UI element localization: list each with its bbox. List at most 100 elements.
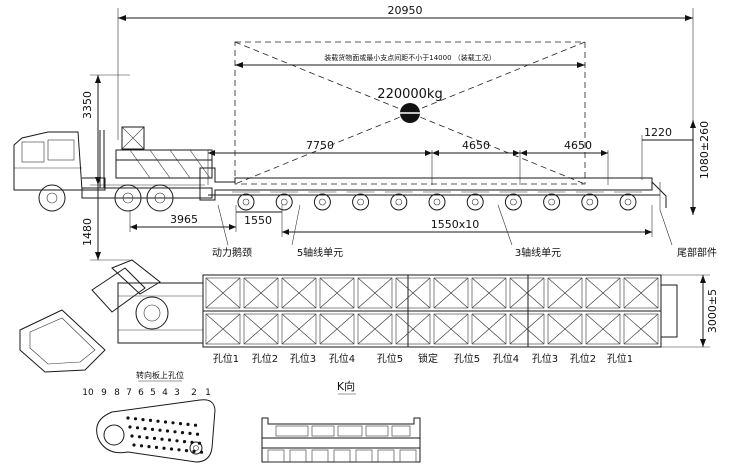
axle-cell-brace — [243, 313, 279, 345]
plate-number: 10 — [82, 388, 94, 398]
height-dimensions: 3350 1480 — [81, 74, 205, 261]
axle-cell-brace — [433, 277, 469, 309]
wheel-hub — [280, 198, 288, 206]
k-wheel — [399, 449, 417, 463]
axle-cell-brace — [357, 313, 393, 345]
plate-hole — [178, 422, 183, 426]
overall-length-label: 20950 — [388, 4, 423, 17]
axle-cell-brace — [509, 313, 545, 345]
axle-cell — [547, 313, 583, 345]
plate-hole — [141, 418, 145, 422]
wheel-hub — [433, 198, 441, 206]
deck-height-label: 1080±260 — [698, 121, 711, 179]
wheel — [504, 193, 522, 211]
tractor-truck — [13, 126, 213, 212]
plate-hole — [190, 440, 194, 444]
plate-hole — [184, 449, 189, 453]
axle-cell — [395, 313, 431, 345]
plate-hole — [199, 450, 204, 454]
plate-number: 3 — [174, 388, 180, 398]
hole-label: 孔位5 — [377, 352, 403, 365]
steering-plate-detail: 转向板上孔位 10 9 8 7 6 5 4 3 2 1 — [82, 370, 216, 463]
plate-hole — [180, 431, 185, 435]
wheel-hub — [319, 198, 326, 206]
axle-cell-brace — [471, 277, 507, 309]
axle-cell — [281, 277, 317, 309]
axle-cell-brace — [205, 313, 241, 345]
plate-hole — [165, 429, 170, 433]
hole-label: 孔位4 — [493, 352, 519, 365]
axle-cell-brace — [281, 277, 317, 309]
axle-cell — [585, 313, 621, 345]
wheel — [275, 193, 293, 211]
k-wheel — [289, 449, 307, 463]
hole-label: 孔位2 — [570, 352, 596, 365]
axle-cell — [471, 277, 507, 309]
plate-hole — [167, 438, 172, 442]
axle-cell-brace — [243, 277, 279, 309]
plate-hole — [162, 446, 166, 450]
axle-cell-brace — [585, 277, 621, 309]
axle-cell — [319, 313, 355, 345]
plate-number: 9 — [101, 388, 107, 398]
k-wheel — [333, 449, 351, 463]
axle-total-label: 1550x10 — [431, 218, 480, 231]
trailer-top-view: 3000±5 — [19, 259, 719, 373]
k-wheel — [355, 449, 373, 463]
plate-hole — [197, 441, 202, 445]
axle-cell — [357, 313, 393, 345]
plate-hole — [158, 428, 162, 432]
plate-hole — [128, 425, 132, 429]
plate-hole — [171, 421, 175, 425]
axle-cell-brace — [395, 313, 431, 345]
front-height-label: 3350 — [81, 91, 94, 119]
axle-cell-brace — [319, 313, 355, 345]
axle-cell-brace — [395, 277, 431, 309]
axle-cell-brace — [547, 313, 583, 345]
platform-note: 装载货物面或最小支点间距不小于14000 （装载工况） — [324, 53, 496, 62]
hole-labels: 孔位1 孔位2 孔位3 孔位4 孔位5 锁定 孔位5 孔位4 孔位3 孔位2 孔… — [213, 352, 633, 365]
deck-height-dimension: 1080±260 — [690, 120, 711, 215]
plate-hole — [143, 427, 147, 431]
plate-hole — [147, 445, 151, 449]
axle-cell — [205, 313, 241, 345]
wheel — [313, 193, 331, 211]
overall-length-dimension: 20950 — [117, 4, 694, 215]
plate-hole — [154, 445, 159, 449]
hole-label: 孔位5 — [454, 352, 480, 365]
plate-hole — [186, 422, 190, 426]
plate-hole — [126, 416, 130, 420]
plate-hole — [160, 437, 164, 441]
axle-cell-brace — [281, 313, 317, 345]
k-view: K向 — [261, 379, 421, 463]
rear-offset-dimension: 1220 — [641, 126, 693, 180]
axle-cell-brace — [357, 277, 393, 309]
axle-cell — [509, 313, 545, 345]
axle-cell — [357, 277, 393, 309]
wheel-hub — [357, 198, 364, 206]
k-wheel — [267, 449, 285, 463]
plate-number: 6 — [138, 388, 144, 398]
top-axle-cells — [205, 277, 659, 345]
span-1-label: 7750 — [306, 139, 334, 152]
load-envelope: 装载货物面或最小支点间距不小于14000 （装载工况） 220000kg — [234, 41, 586, 185]
axle-cell — [623, 313, 659, 345]
wheel — [581, 193, 599, 211]
plate-hole — [169, 447, 174, 451]
axle-cell-brace — [547, 277, 583, 309]
plate-hole — [163, 420, 168, 424]
plate-hole — [195, 432, 200, 436]
wheel-hub — [242, 198, 250, 206]
hole-label: 孔位1 — [213, 352, 239, 365]
plate-hole-group — [126, 416, 204, 454]
plate-hole — [188, 431, 192, 435]
lock-label: 锁定 — [418, 352, 438, 365]
wheel — [237, 193, 255, 211]
axle-cell — [243, 313, 279, 345]
wheel-hub — [586, 198, 594, 206]
axle-cell-brace — [623, 277, 659, 309]
hole-label: 孔位3 — [532, 352, 558, 365]
plate-hole — [150, 427, 155, 431]
lower-height-label: 1480 — [81, 218, 94, 246]
